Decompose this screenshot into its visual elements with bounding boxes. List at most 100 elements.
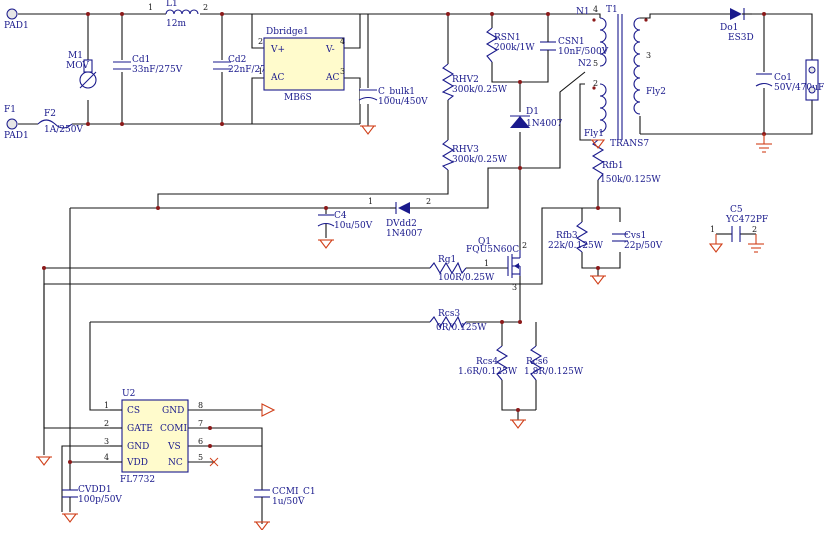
rsn-ref: RSN1 xyxy=(494,33,521,43)
cvs1-val: 22p/50V xyxy=(624,241,663,251)
resistor-rcs3: Rcs3 0R/0.125W xyxy=(429,309,487,333)
pad-2-label: PAD1 xyxy=(4,131,29,141)
resistor-rcs4: Rcs4 1.6R/0.125W xyxy=(458,345,518,381)
rfb1-val: 150k/0.125W xyxy=(600,175,661,185)
l1-pin1: 1 xyxy=(148,3,153,12)
f2-ref: F2 xyxy=(44,109,56,119)
ground-icon xyxy=(360,125,376,135)
bridge-pin-d: 3 xyxy=(340,67,345,76)
capacitor-cbulk: C_bulk1 100u/450V xyxy=(358,87,428,107)
pad-1: PAD1 xyxy=(4,8,29,31)
u2-pin-gnd-left: GND xyxy=(127,442,149,452)
csn-val: 10nF/500V xyxy=(558,47,609,57)
c5-ref: C5 xyxy=(730,205,743,215)
resistor-rhv2: RHV2 300k/0.25W xyxy=(441,63,508,101)
cvdd1-val: 100p/50V xyxy=(78,495,122,505)
co1-ref: Co1 xyxy=(774,73,792,83)
t1-n2: N2 xyxy=(578,59,592,69)
t1-n1: N1 xyxy=(576,7,590,17)
t1-pin2: 2 xyxy=(593,79,598,88)
rcs6-ref: Rcs6 xyxy=(526,357,548,367)
c5-val: YC472PF xyxy=(725,215,768,225)
d1-val: 1N4007 xyxy=(526,119,563,129)
csn-ref: CSN1 xyxy=(558,37,585,47)
c5-pin1: 1 xyxy=(710,225,715,234)
cd1-val: 33nF/275V xyxy=(132,65,183,75)
ground-icon xyxy=(36,456,52,466)
u2-pin-comi: COMI xyxy=(160,424,187,434)
mov-m1: M1 MOV xyxy=(66,51,97,89)
bridge-rectifier: Dbridge1 MB6S V+ V- AC AC 2 4 1 3 xyxy=(258,27,345,103)
bridge-pin-b: 4 xyxy=(340,37,345,46)
cbulk-val: 100u/450V xyxy=(378,97,428,107)
dvdd-pin2: 2 xyxy=(426,197,431,206)
u2-pin-vs: VS xyxy=(167,442,181,452)
u2-pin6: 6 xyxy=(198,437,203,446)
ccomi-val: 1u/50V xyxy=(272,497,305,507)
capacitor-ccomi: CCMI_C1 1u/50V xyxy=(254,487,316,518)
rfb3-val: 22k/0.125W xyxy=(548,241,604,251)
q1-pin3: 3 xyxy=(512,283,517,292)
rg1-val: 100R/0.25W xyxy=(438,273,495,283)
u2-pin-vdd: VDD xyxy=(126,458,148,468)
fly2-label: Fly2 xyxy=(646,87,666,97)
transformer-t1: T1 N1 4 N2 5 2 3 TRANS7 Fly1 Fly2 xyxy=(576,5,666,149)
q1-val: FQU5N60C xyxy=(466,245,519,255)
rhv2-ref: RHV2 xyxy=(452,75,479,85)
bridge-ref: Dbridge1 xyxy=(266,27,309,37)
capacitor-cvdd1: CVDD1 100p/50V xyxy=(62,485,122,512)
dvdd-ref: DVdd2 xyxy=(386,219,417,229)
ground-icon xyxy=(590,275,606,285)
bridge-vminus: V- xyxy=(325,45,335,55)
u2-pin1: 1 xyxy=(104,401,109,410)
rg1-ref: Rg1 xyxy=(438,255,456,265)
ground-icon xyxy=(62,513,78,523)
u2-pin-nc: NC xyxy=(168,458,183,468)
ground-symbols xyxy=(36,125,772,531)
do1-val: ES3D xyxy=(728,33,754,43)
rfb3-ref: Rfb3 xyxy=(556,231,578,241)
bridge-pin-a: 2 xyxy=(258,37,263,46)
rsn-val: 200k/1W xyxy=(494,43,535,53)
cvdd1-ref: CVDD1 xyxy=(78,485,112,495)
capacitor-cd1: Cd1 33nF/275V xyxy=(113,55,183,75)
bridge-ac1: AC xyxy=(270,73,284,83)
u2-val: FL7732 xyxy=(120,475,155,485)
nc-mark xyxy=(209,457,219,467)
pad-2: F1 PAD1 xyxy=(4,105,29,141)
capacitor-cvs1: Cvs1 22p/50V xyxy=(612,231,663,251)
ccomi-ref: CCMI_C1 xyxy=(272,487,316,497)
cd2-ref: Cd2 xyxy=(228,55,246,65)
d1-ref: D1 xyxy=(526,107,539,117)
inductor-l1: 1 2 L1 12m xyxy=(148,0,208,29)
capacitor-cd2: Cd2 22nF/275V xyxy=(213,55,279,75)
fly1-label: Fly1 xyxy=(584,129,604,139)
gnd-flag-icon xyxy=(261,403,276,417)
u2-pin-gate: GATE xyxy=(127,424,153,434)
u2-pin8: 8 xyxy=(198,401,203,410)
c5-pin2: 2 xyxy=(752,225,757,234)
resistor-rfb1: Rfb1 150k/0.125W xyxy=(591,139,661,185)
l1-pin2: 2 xyxy=(203,3,208,12)
ground-icon xyxy=(510,419,526,429)
cbulk-ref: C_bulk1 xyxy=(378,87,415,97)
co1-val: 50V/470uF xyxy=(774,83,824,93)
t1-pin5: 5 xyxy=(593,59,598,68)
ground-icon xyxy=(318,239,334,249)
u2-pin3: 3 xyxy=(104,437,109,446)
l1-ref: L1 xyxy=(166,0,178,9)
capacitor-co1: Co1 50V/470uF xyxy=(755,73,824,93)
rhv3-val: 300k/0.25W xyxy=(452,155,508,165)
pad-1-label: PAD1 xyxy=(4,21,29,31)
rcs3-val: 0R/0.125W xyxy=(436,323,487,333)
u2-pin7: 7 xyxy=(198,419,203,428)
u2-pin5: 5 xyxy=(198,453,203,462)
resistor-rsn1: RSN1 200k/1W xyxy=(485,27,535,63)
rcs4-ref: Rcs4 xyxy=(476,357,498,367)
output-pad xyxy=(805,59,819,101)
rhv3-ref: RHV3 xyxy=(452,145,479,155)
rcs4-val: 1.6R/0.125W xyxy=(458,367,518,377)
cvs1-ref: Cvs1 xyxy=(624,231,646,241)
